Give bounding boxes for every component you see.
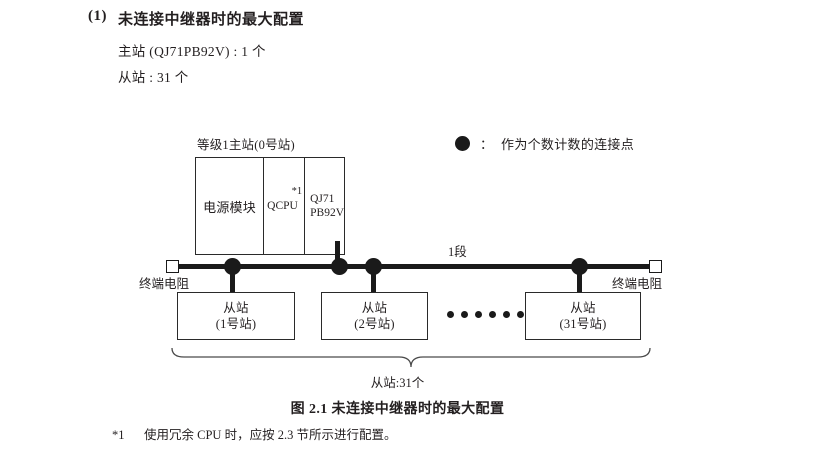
ellipsis-dot	[517, 311, 524, 318]
master-station-label: 等级1主站(0号站)	[197, 138, 295, 152]
legend-colon: ：	[480, 137, 494, 152]
heading-number: (1)	[88, 8, 107, 24]
terminator-label-right: 终端电阻	[612, 277, 663, 291]
ellipsis-dot	[475, 311, 482, 318]
drop-line-slave-2	[371, 266, 376, 292]
slave-station-name: 从站	[223, 301, 249, 315]
slave-station-name: 从站	[570, 301, 596, 315]
slave-station-name: 从站	[361, 301, 388, 315]
slave-station-box: 从站 (2号站)	[321, 292, 428, 340]
figure-caption-text: 图 2.1 未连接中继器时的最大配置	[290, 402, 505, 417]
slave-group-brace	[170, 346, 652, 373]
master-drop-line	[335, 241, 340, 267]
slave-station-number: (1号站)	[215, 317, 257, 331]
qcpu-module: QCPU *1	[264, 158, 306, 254]
power-supply-module-label: 电源模块	[203, 199, 256, 215]
slave-group-brace-text: 从站:31个	[370, 376, 425, 390]
profibus-module: QJ71 PB92V	[305, 158, 344, 254]
footnote-text: 使用冗余 CPU 时，应按 2.3 节所示进行配置。	[144, 428, 397, 442]
qcpu-module-label: QCPU	[267, 200, 298, 212]
connection-dot-master	[331, 258, 348, 275]
terminator-icon-right	[649, 260, 662, 273]
filled-circle-icon	[455, 136, 470, 151]
spec-master-count: 主站 (QJ71PB92V) : 1 个	[118, 44, 266, 59]
ellipsis-dot	[447, 311, 454, 318]
ellipsis-dot	[489, 311, 496, 318]
legend: ： 作为个数计数的连接点	[455, 134, 634, 153]
figure-caption: 图 2.1 未连接中继器时的最大配置	[0, 398, 821, 418]
drop-line-slave-31	[577, 266, 582, 292]
footnote-mark: *1	[112, 428, 125, 442]
profibus-module-label: QJ71 PB92V	[310, 193, 344, 219]
page-title: 未连接中继器时的最大配置	[118, 12, 305, 28]
footnote: *1 使用冗余 CPU 时，应按 2.3 节所示进行配置。	[112, 424, 396, 443]
ellipsis-dot	[503, 311, 510, 318]
bus-line	[178, 264, 656, 269]
slave-station-number: (2号站)	[354, 317, 395, 331]
ellipsis-dots	[447, 311, 524, 318]
slave-station-number: (31号站)	[559, 317, 607, 331]
ellipsis-dot	[461, 311, 468, 318]
slave-station-box: 从站 (1号站)	[177, 292, 295, 340]
power-supply-module: 电源模块	[196, 158, 265, 254]
segment-label: 1段	[448, 245, 467, 259]
qcpu-footnote-mark: *1	[291, 186, 303, 197]
slave-station-box: 从站 (31号站)	[525, 292, 641, 340]
terminator-icon-left	[166, 260, 179, 273]
terminator-label-left: 终端电阻	[139, 277, 190, 291]
drop-line-slave-1	[230, 266, 235, 292]
slave-group-brace-label: 从站:31个	[0, 372, 821, 391]
spec-slave-count: 从站 : 31 个	[118, 70, 189, 85]
legend-label: 作为个数计数的连接点	[501, 137, 635, 152]
master-station-rack: 电源模块 QCPU *1 QJ71 PB92V	[195, 157, 345, 255]
